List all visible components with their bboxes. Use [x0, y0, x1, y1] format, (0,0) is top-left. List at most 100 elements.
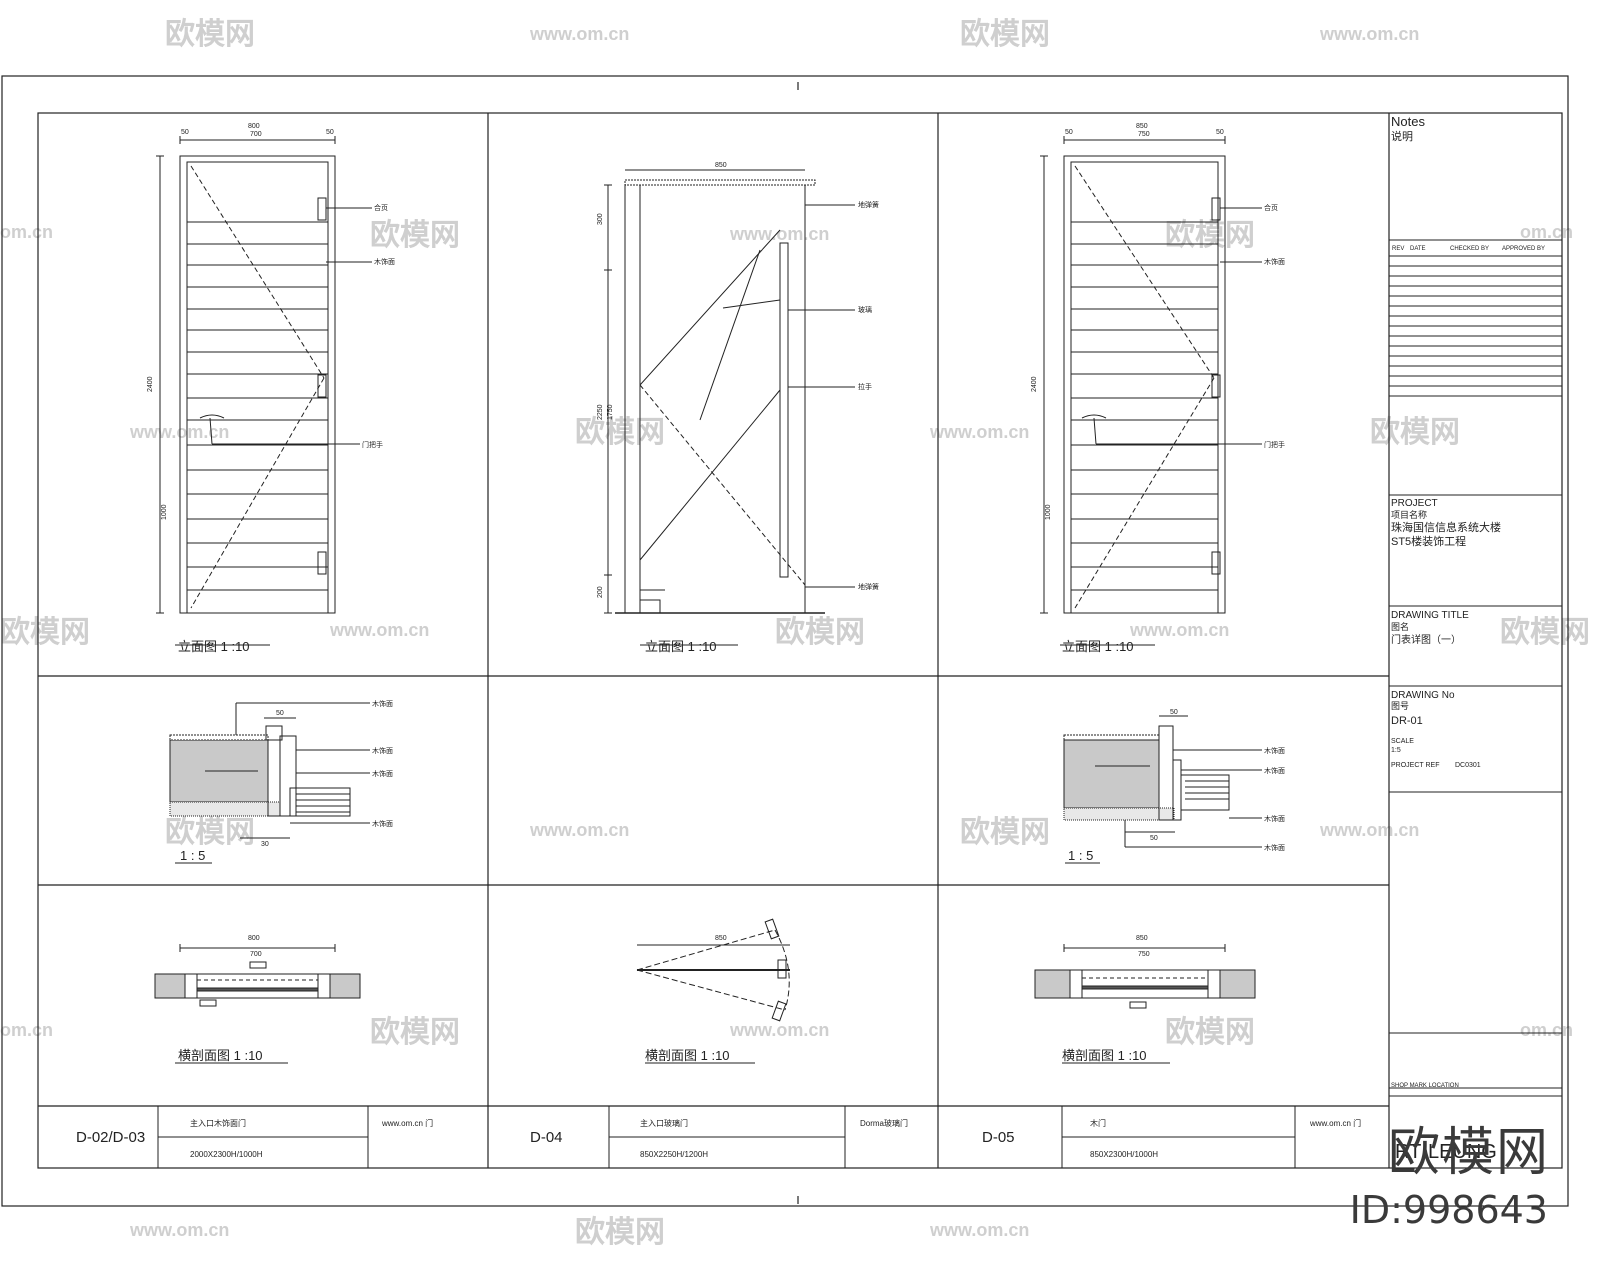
- watermark-logo: 欧模网: [960, 18, 1050, 51]
- notes-title: Notes: [1391, 114, 1425, 129]
- notes-cn: 说明: [1391, 129, 1413, 143]
- dim-label: 1000: [1045, 504, 1052, 520]
- watermark-site: om.cn: [1520, 1020, 1573, 1040]
- door-note-c: www.om.cn 门: [1309, 1118, 1361, 1128]
- callout-label: 木饰面: [1264, 843, 1285, 852]
- door-code-a: D-02/D-03: [76, 1129, 145, 1146]
- drawing-title-label: DRAWING TITLE: [1391, 610, 1469, 621]
- watermark-logo: 欧模网: [1370, 416, 1460, 449]
- sheet-border: [1, 75, 1569, 1207]
- plan-title-c: 横剖面图 1 :10: [1062, 1048, 1147, 1063]
- watermark-site: www.om.cn: [929, 1220, 1029, 1240]
- watermark-site: www.om.cn: [1319, 24, 1419, 44]
- elevation-title-b: 立面图 1 :10: [645, 639, 717, 654]
- dim-label: 850: [1136, 123, 1148, 130]
- dim-label: 750: [1138, 131, 1150, 138]
- watermark-logo: 欧模网: [1500, 616, 1590, 649]
- dim-label: 50: [276, 710, 284, 717]
- callout-label: 木饰面: [1264, 746, 1285, 755]
- watermark-site: www.om.cn: [329, 620, 429, 640]
- watermark-site: om.cn: [0, 1020, 53, 1040]
- rev-col: CHECKED BY: [1450, 246, 1489, 252]
- callout-label: 门把手: [362, 440, 383, 449]
- watermark-logo: 欧模网: [370, 1016, 460, 1049]
- drawing-no-label: DRAWING No: [1391, 690, 1455, 701]
- callout-label: 木饰面: [372, 819, 393, 828]
- door-desc-b: 主入口玻璃门: [640, 1118, 688, 1128]
- drawing-no-value: DR-01: [1391, 715, 1423, 727]
- watermark-site: www.om.cn: [1319, 820, 1419, 840]
- callout-label: 木饰面: [372, 769, 393, 778]
- elevation-door-b: [604, 169, 855, 646]
- callout-label: 木饰面: [374, 257, 395, 266]
- dim-label: 850: [715, 162, 727, 169]
- section-title-a: 1 : 5: [180, 848, 205, 863]
- dim-label: 30: [261, 841, 269, 848]
- callout-label: 木饰面: [1264, 814, 1285, 823]
- drawing-title-cn: 图名: [1391, 621, 1409, 632]
- dim-label: 50: [326, 129, 334, 136]
- watermark-id: ID:998643: [1349, 1188, 1548, 1232]
- callout-label: 木饰面: [372, 746, 393, 755]
- watermark-logo: 欧模网: [165, 18, 255, 51]
- title-block: [1389, 239, 1562, 1097]
- drawing-title-value: 门表详图（一）: [1391, 633, 1461, 646]
- dim-label: 50: [1170, 709, 1178, 716]
- callout-label: 木饰面: [1264, 257, 1285, 266]
- watermark-logo: 欧模网: [575, 1216, 665, 1249]
- door-note-b: Dorma玻璃门: [860, 1118, 908, 1128]
- watermark-logo: 欧模网: [0, 616, 90, 649]
- dim-label: 850: [715, 935, 727, 942]
- callout-label: 门把手: [1264, 440, 1285, 449]
- drawing-no-cn: 图号: [1391, 701, 1409, 711]
- watermark-logo: 欧模网: [775, 616, 865, 649]
- project-ref-value: DC0301: [1455, 762, 1481, 769]
- plan-title-a: 横剖面图 1 :10: [178, 1048, 263, 1063]
- door-size-c: 850X2300H/1000H: [1090, 1150, 1158, 1159]
- dim-label: 1000: [161, 504, 168, 520]
- door-code-b: D-04: [530, 1129, 563, 1146]
- callout-label: 合页: [374, 203, 388, 212]
- callout-label: 木饰面: [1264, 766, 1285, 775]
- dim-label: 700: [250, 131, 262, 138]
- section-title-c: 1 : 5: [1068, 848, 1093, 863]
- callout-label: 玻璃: [858, 305, 872, 314]
- plan-section-b: [636, 918, 790, 1064]
- rev-col: DATE: [1410, 246, 1426, 252]
- section-detail-a: [169, 702, 370, 864]
- callout-label: 木饰面: [372, 699, 393, 708]
- watermark-site: www.om.cn: [529, 820, 629, 840]
- watermark-site: www.om.cn: [729, 224, 829, 244]
- watermark-logo: 欧模网: [165, 816, 255, 849]
- watermark-layer: 欧模网 欧模网 www.om.cn www.om.cn 欧模网 欧模网 www.…: [0, 18, 1590, 1249]
- watermark-logo: 欧模网: [1165, 1016, 1255, 1049]
- callout-label: 地弹簧: [858, 582, 879, 591]
- watermark-logo: 欧模网: [1165, 219, 1255, 252]
- door-desc-a: 主入口木饰面门: [190, 1118, 246, 1128]
- dim-label: 800: [248, 123, 260, 130]
- project-cn: 项目名称: [1391, 509, 1427, 520]
- door-size-b: 850X2250H/1200H: [640, 1150, 708, 1159]
- callout-label: 地弹簧: [858, 200, 879, 209]
- project-label: PROJECT: [1391, 498, 1438, 509]
- watermark-logo: 欧模网: [960, 816, 1050, 849]
- dim-label: 50: [1150, 835, 1158, 842]
- door-code-c: D-05: [982, 1129, 1015, 1146]
- section-detail-c: [1063, 715, 1262, 864]
- door-size-a: 2000X2300H/1000H: [190, 1150, 263, 1159]
- dim-label: 850: [1136, 935, 1148, 942]
- dim-label: 50: [1065, 129, 1073, 136]
- watermark-logo: 欧模网: [370, 219, 460, 252]
- callout-label: 合页: [1264, 203, 1278, 212]
- plan-section-a: [154, 944, 361, 1064]
- callout-label: 拉手: [858, 382, 872, 391]
- dim-label: 300: [597, 213, 604, 225]
- dim-label: 2250: [597, 404, 604, 420]
- company-name: RT·LEUNG: [1395, 1141, 1497, 1163]
- dim-label: 2400: [147, 376, 154, 392]
- watermark-site: www.om.cn: [529, 24, 629, 44]
- elevation-door-a: [156, 136, 372, 646]
- watermark-site: om.cn: [1520, 222, 1573, 242]
- elevation-title-a: 立面图 1 :10: [178, 639, 250, 654]
